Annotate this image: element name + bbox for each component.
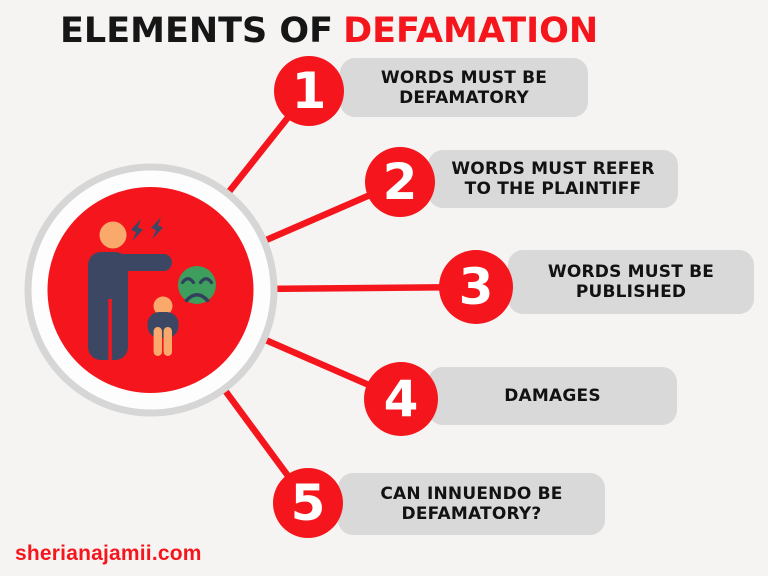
adult-head: [99, 221, 127, 249]
element-number-badge-1: 1: [274, 56, 344, 126]
website-credit: sherianajamii.com: [15, 542, 202, 565]
element-number-badge-2: 2: [365, 147, 435, 217]
element-number-badge-5: 5: [273, 468, 343, 538]
element-label-bar-1: WORDS MUST BE DEFAMATORY: [340, 58, 588, 117]
element-text-line: WORDS MUST BE: [380, 67, 548, 88]
element-label-bar-2: WORDS MUST REFER TO THE PLAINTIFF: [428, 150, 678, 208]
sad-emoji-eye-right: [198, 277, 214, 285]
element-number-badge-3: 3: [439, 250, 513, 324]
page-title-black-part: ELEMENTS OF: [60, 11, 334, 51]
element-number: 4: [383, 370, 419, 428]
scolding-adult-figure: [88, 221, 172, 360]
adult-leg-gap: [108, 299, 112, 360]
element-label-bar-5: CAN INNUENDO BE DEFAMATORY?: [338, 473, 605, 535]
element-text-line: PUBLISHED: [575, 282, 687, 302]
element-text-line: DEFAMATORY?: [401, 504, 542, 524]
element-number: 1: [291, 62, 327, 120]
adult-body: [88, 252, 128, 360]
element-label-bar-4: DAMAGES: [428, 367, 677, 425]
element-number: 5: [290, 474, 326, 532]
sad-emoji-icon: [178, 266, 216, 304]
element-text-line: DEFAMATORY: [399, 87, 529, 108]
page-title-red-part: DEFAMATION: [343, 11, 599, 51]
element-text-line: DAMAGES: [504, 386, 601, 406]
anger-marks-icon: [131, 217, 163, 241]
central-red-circle: [47, 187, 254, 393]
element-text-line: WORDS MUST REFER: [451, 159, 655, 179]
child-knee-left: [153, 327, 162, 356]
element-number: 3: [458, 258, 494, 316]
child-head: [153, 296, 173, 316]
element-text-line: TO THE PLAINTIFF: [464, 179, 642, 199]
element-label-bar-3: WORDS MUST BE PUBLISHED: [508, 250, 754, 314]
element-text-line: WORDS MUST BE: [547, 262, 715, 282]
child-knee-right: [163, 327, 172, 356]
sad-emoji-face: [178, 266, 216, 304]
crouching-child-figure: [147, 296, 179, 356]
element-text-line: CAN INNUENDO BE: [380, 484, 563, 504]
sad-emoji-eye-left: [180, 277, 196, 285]
sad-emoji-frown-mouth: [184, 292, 210, 303]
adult-pointing-arm: [112, 254, 172, 271]
element-number: 2: [382, 153, 418, 211]
element-number-badge-4: 4: [364, 362, 438, 436]
child-body: [147, 312, 179, 338]
